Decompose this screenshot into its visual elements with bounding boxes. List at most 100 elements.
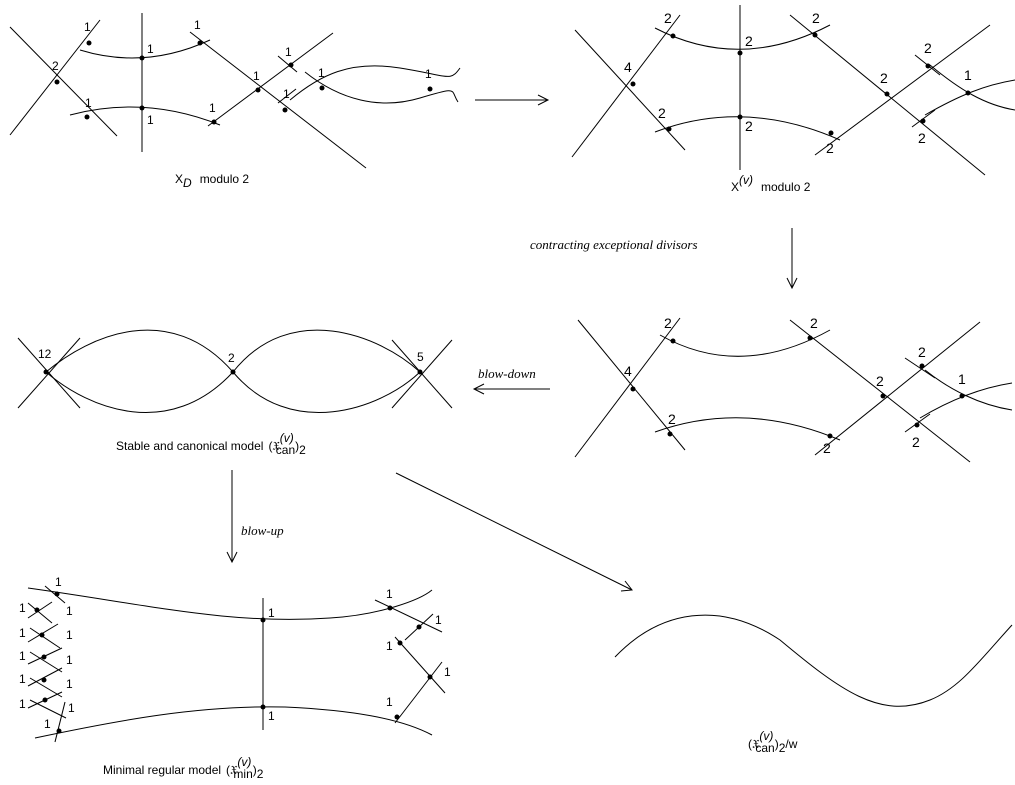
component-line bbox=[789, 319, 971, 463]
intersection-point bbox=[914, 422, 920, 428]
intersection-point bbox=[884, 91, 890, 97]
component-curve bbox=[654, 116, 841, 141]
multiplicity-label: 1 bbox=[386, 639, 393, 653]
multiplicity-label: 4 bbox=[624, 59, 632, 75]
multiplicity-label: 1 bbox=[268, 606, 275, 620]
intersection-point bbox=[43, 369, 49, 375]
multiplicity-label: 2 bbox=[228, 351, 235, 365]
component-line bbox=[27, 601, 53, 619]
intersection-point bbox=[394, 714, 400, 720]
xv-mod2-graph: 4 2 2 2 2 2 2 2 2 2 1 bbox=[571, 5, 1015, 176]
multiplicity-label: 1 bbox=[283, 87, 290, 101]
caption-stable: Stable and canonical model(𝔛(v)can)2 bbox=[116, 431, 306, 457]
multiplicity-label: 2 bbox=[826, 140, 834, 156]
intersection-point bbox=[288, 62, 294, 68]
component-line bbox=[574, 317, 681, 458]
intersection-point bbox=[42, 697, 48, 703]
multiplicity-label: 2 bbox=[52, 59, 59, 73]
multiplicity-label: 1 bbox=[285, 45, 292, 59]
multiplicity-label: 1 bbox=[147, 113, 154, 127]
multiplicity-label: 2 bbox=[664, 315, 672, 331]
component-line bbox=[277, 88, 297, 104]
contracted-graph: 4 2 2 2 2 2 2 2 1 bbox=[574, 315, 1013, 463]
intersection-point bbox=[86, 40, 92, 46]
multiplicity-label: 1 bbox=[194, 18, 201, 32]
component-curve bbox=[79, 39, 211, 59]
arrow-down-blowup bbox=[226, 470, 238, 564]
component-line bbox=[189, 31, 367, 169]
multiplicity-label: 1 bbox=[19, 601, 26, 615]
component-curve bbox=[654, 417, 841, 441]
component-line bbox=[207, 32, 334, 127]
intersection-point bbox=[666, 126, 672, 132]
component-curve bbox=[45, 371, 421, 414]
component-line bbox=[904, 357, 936, 379]
multiplicity-label: 2 bbox=[658, 105, 666, 121]
intersection-point bbox=[828, 130, 834, 136]
component-curve bbox=[34, 706, 433, 739]
intersection-point bbox=[417, 369, 423, 375]
multiplicity-label: 1 bbox=[44, 717, 51, 731]
intersection-point bbox=[880, 393, 886, 399]
multiplicity-label: 1 bbox=[66, 677, 73, 691]
arrow-label-blowup: blow-up bbox=[241, 523, 284, 538]
component-line bbox=[911, 109, 936, 128]
intersection-point bbox=[737, 114, 743, 120]
multiplicity-label: 2 bbox=[924, 40, 932, 56]
intersection-point bbox=[255, 87, 261, 93]
component-line bbox=[574, 29, 686, 151]
multiplicity-label: 1 bbox=[209, 101, 216, 115]
multiplicity-label: 1 bbox=[19, 697, 26, 711]
arrow-label-blowdown: blow-down bbox=[478, 366, 536, 381]
component-line bbox=[394, 636, 446, 694]
arrow-diagonal-quotient bbox=[395, 472, 633, 592]
multiplicity-label: 2 bbox=[745, 33, 753, 49]
intersection-point bbox=[630, 386, 636, 392]
intersection-point bbox=[427, 86, 433, 92]
caption-minimal: Minimal regular model(𝔛(v)min)2 bbox=[103, 755, 264, 781]
intersection-point bbox=[827, 433, 833, 439]
multiplicity-label: 1 bbox=[66, 653, 73, 667]
multiplicity-label: 2 bbox=[668, 411, 676, 427]
component-curve bbox=[304, 71, 459, 104]
multiplicity-label: 12 bbox=[38, 347, 52, 361]
intersection-point bbox=[41, 677, 47, 683]
intersection-point bbox=[667, 431, 673, 437]
arrow-right bbox=[475, 94, 550, 106]
component-line bbox=[29, 677, 63, 698]
multiplicity-label: 1 bbox=[147, 42, 154, 56]
component-line bbox=[814, 24, 991, 156]
multiplicity-label: 5 bbox=[417, 350, 424, 364]
component-curve bbox=[27, 587, 433, 620]
intersection-point bbox=[959, 393, 965, 399]
multiplicity-label: 1 bbox=[84, 20, 91, 34]
intersection-point bbox=[397, 640, 403, 646]
multiplicity-label: 1 bbox=[386, 587, 393, 601]
multiplicity-label: 1 bbox=[19, 649, 26, 663]
intersection-point bbox=[919, 363, 925, 369]
minimal-model-graph: 1 1 1 1 1 1 1 1 1 1 1 1 1 1 1 1 1 1 1 bbox=[19, 575, 451, 743]
multiplicity-label: 1 bbox=[253, 69, 260, 83]
multiplicity-label: 2 bbox=[912, 434, 920, 450]
component-curve bbox=[929, 64, 1015, 111]
intersection-point bbox=[211, 119, 217, 125]
multiplicity-label: 1 bbox=[68, 701, 75, 715]
intersection-point bbox=[34, 607, 40, 613]
intersection-point bbox=[282, 107, 288, 113]
component-curve bbox=[654, 24, 831, 50]
component-line bbox=[27, 602, 53, 624]
component-line bbox=[391, 339, 453, 409]
intersection-point bbox=[807, 335, 813, 341]
component-line bbox=[277, 55, 298, 73]
component-line bbox=[29, 651, 63, 673]
intersection-point bbox=[737, 50, 743, 56]
multiplicity-label: 1 bbox=[55, 575, 62, 589]
intersection-point bbox=[670, 33, 676, 39]
component-curve bbox=[924, 369, 1013, 411]
intersection-point bbox=[39, 632, 45, 638]
intersection-point bbox=[812, 32, 818, 38]
multiplicity-label: 1 bbox=[435, 613, 442, 627]
multiplicity-label: 1 bbox=[958, 371, 966, 387]
component-line bbox=[17, 337, 81, 409]
